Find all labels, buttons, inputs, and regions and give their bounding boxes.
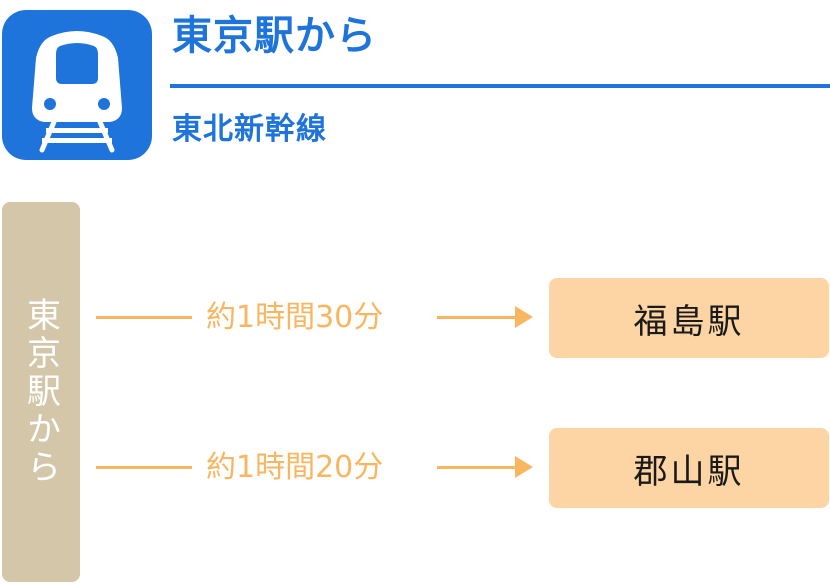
origin-label: 東京駅から — [20, 297, 61, 487]
page-title: 東京駅から — [172, 13, 377, 59]
route-1-line-left — [96, 316, 192, 319]
route-2-line-right — [437, 466, 517, 469]
route-2-line-left — [96, 466, 192, 469]
title-divider — [170, 84, 830, 88]
route-1-line-right — [437, 316, 517, 319]
route-2-duration: 約1時間20分 — [206, 450, 384, 485]
train-app-icon — [2, 10, 152, 160]
line-name: 東北新幹線 — [172, 112, 327, 147]
origin-bar: 東京駅から — [2, 202, 80, 582]
route-2-arrow-icon — [515, 456, 533, 478]
route-1-arrow-icon — [515, 306, 533, 328]
train-front-icon — [32, 31, 122, 153]
route-1-destination: 福島駅 — [549, 278, 829, 358]
route-2-destination: 郡山駅 — [549, 428, 829, 508]
route-1-duration: 約1時間30分 — [206, 300, 384, 335]
